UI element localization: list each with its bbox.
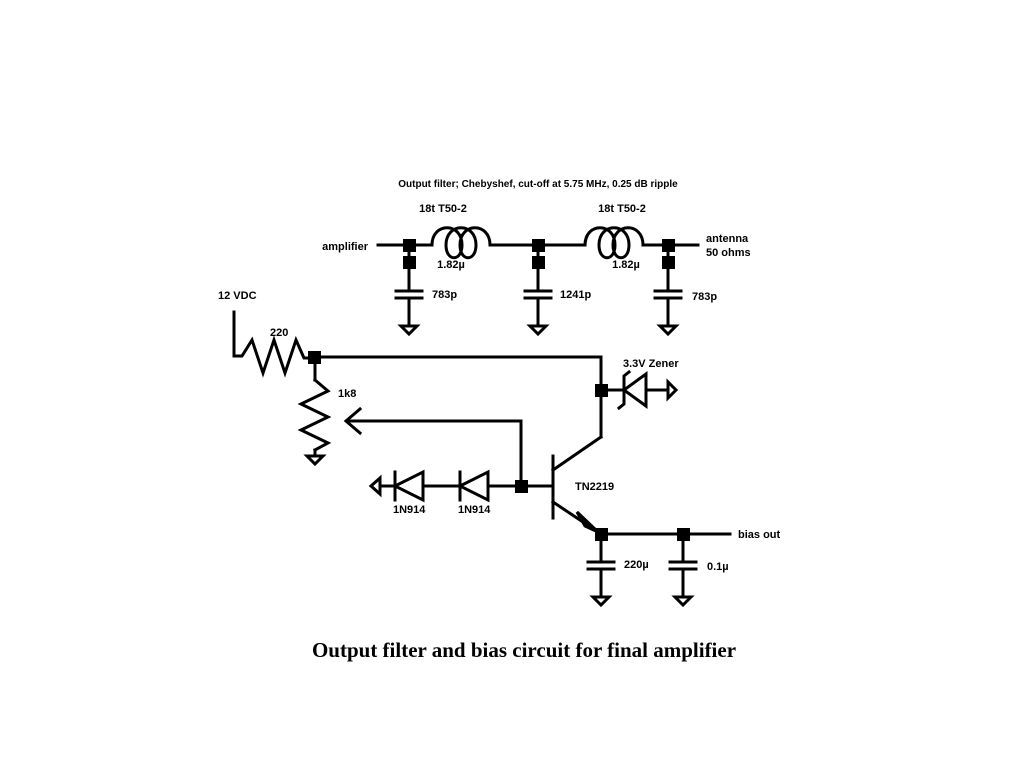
supply-label: 12 VDC <box>218 290 257 302</box>
bias-cap1-label: 220µ <box>624 559 649 571</box>
filter-cap-mid <box>523 239 553 337</box>
transistor-tn2219 <box>550 395 604 535</box>
inductor-left <box>430 226 492 260</box>
inductor-right <box>583 226 670 260</box>
inductor-left-value: 1.82µ <box>437 259 465 271</box>
junction-node <box>515 480 528 493</box>
figure-caption: Output filter and bias circuit for final… <box>311 638 737 662</box>
filter-cap-right-label: 783p <box>692 291 717 303</box>
filter-input-label: amplifier <box>322 241 369 253</box>
junction-node <box>532 239 545 252</box>
transistor-label: TN2219 <box>575 481 614 493</box>
bias-circuit: 12 VDC 220 3.3V Zener 1k8 <box>218 290 781 608</box>
filter-output-label-1: antenna <box>706 233 749 245</box>
resistor-220 <box>232 335 316 378</box>
inductor-left-type: 18t T50-2 <box>419 203 467 215</box>
diode-1n914-a <box>391 469 425 503</box>
output-filter: Output filter; Chebyshef, cut-off at 5.7… <box>322 179 751 337</box>
filter-cap-mid-label: 1241p <box>560 289 591 301</box>
resistor-220-label: 220 <box>270 327 288 339</box>
junction-node <box>662 239 675 252</box>
bias-cap2-label: 0.1µ <box>707 561 729 573</box>
filter-output-label-2: 50 ohms <box>706 247 751 259</box>
junction-node <box>308 351 321 364</box>
inductor-right-value: 1.82µ <box>612 259 640 271</box>
junction-node <box>403 239 416 252</box>
inductor-right-type: 18t T50-2 <box>598 203 646 215</box>
filter-cap-right <box>653 239 683 337</box>
diode-a-label: 1N914 <box>393 504 426 516</box>
zener-label: 3.3V Zener <box>623 358 679 370</box>
diode-1n914-b <box>456 469 490 503</box>
zener-diode <box>606 369 679 411</box>
filter-cap-left-label: 783p <box>432 289 457 301</box>
diode-b-label: 1N914 <box>458 504 491 516</box>
junction-node <box>677 528 690 541</box>
filter-cap-left <box>394 239 424 337</box>
junction-node <box>595 384 608 397</box>
filter-title: Output filter; Chebyshef, cut-off at 5.7… <box>398 179 678 190</box>
bias-cap-0.1u <box>668 539 698 608</box>
bias-cap-220u <box>586 539 616 608</box>
junction-node <box>595 528 608 541</box>
potentiometer-1k8 <box>297 377 332 453</box>
pot-label: 1k8 <box>338 388 356 400</box>
bias-out-label: bias out <box>738 529 781 541</box>
